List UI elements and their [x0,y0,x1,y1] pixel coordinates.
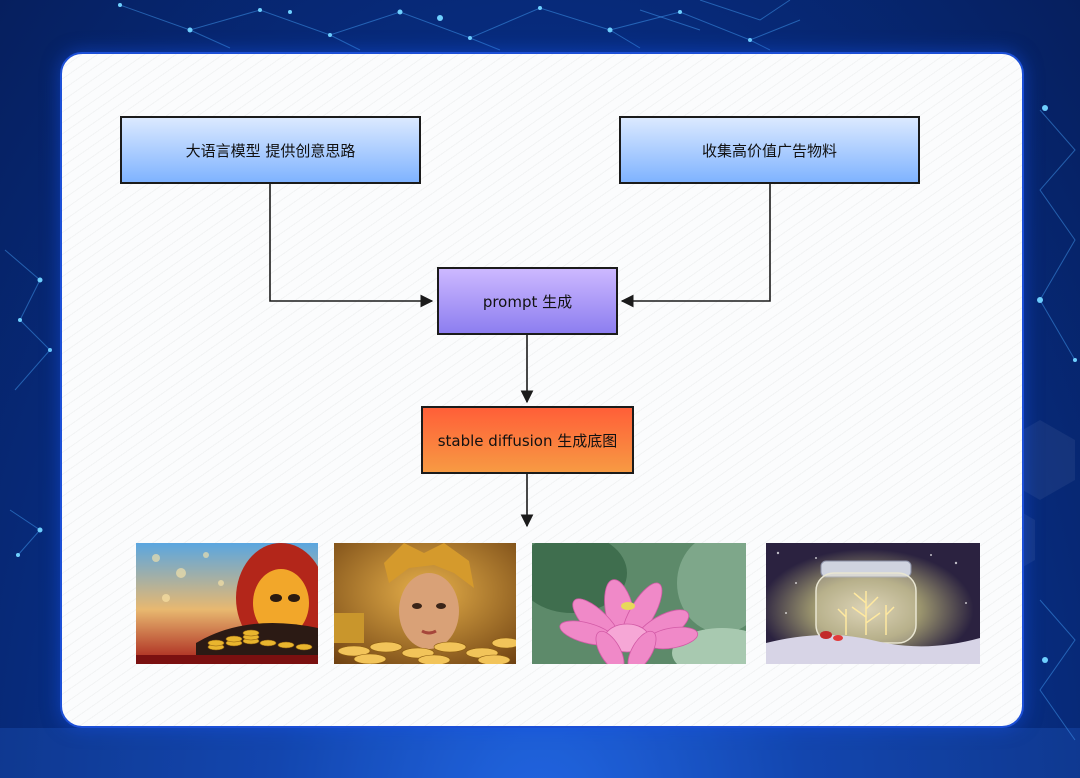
collect-ad-materials-node: 收集高价值广告物料 [619,116,920,184]
lion-with-gold-coins-image [136,543,318,664]
llm-node-label: 大语言模型 提供创意思路 [185,141,356,160]
prompt-generation-node: prompt 生成 [437,267,618,335]
stable-diffusion-node: stable diffusion 生成底图 [421,406,634,474]
woman-with-gold-coins-image [334,543,516,664]
glowing-jar-in-snow-image [766,543,980,664]
prompt-node-label: prompt 生成 [482,292,573,311]
sd-node-label: stable diffusion 生成底图 [437,431,618,450]
materials-node-label: 收集高价值广告物料 [701,141,837,160]
pink-lotus-image [532,543,746,664]
llm-creative-ideas-node: 大语言模型 提供创意思路 [120,116,421,184]
